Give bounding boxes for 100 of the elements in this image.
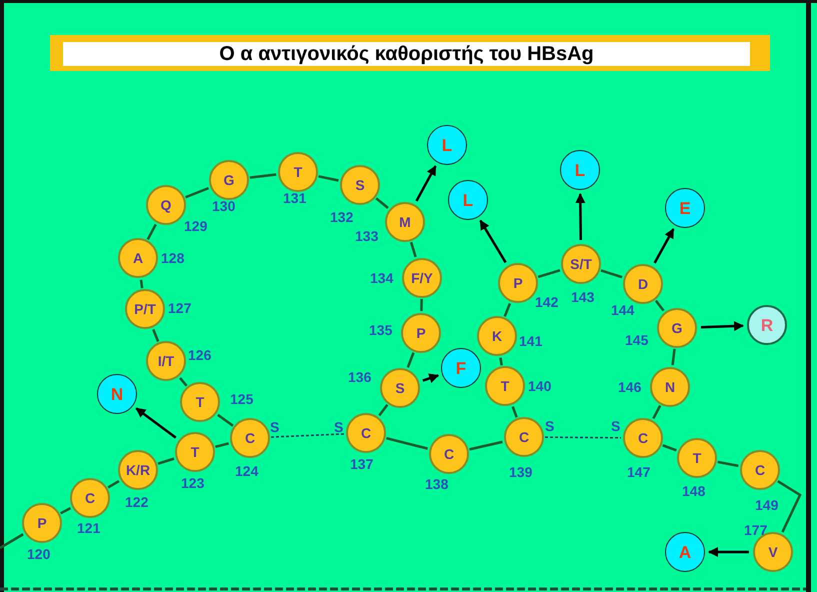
- backbone-line: [217, 414, 234, 427]
- backbone-line: [406, 352, 415, 368]
- backbone-line: [410, 242, 417, 258]
- title: Ο α αντιγονικός καθοριστής του HBsAg: [218, 44, 595, 64]
- residue-letter: V: [768, 545, 778, 559]
- residue-letter: T: [500, 379, 510, 393]
- backbone-line: [654, 300, 665, 312]
- substitution-letter: N: [110, 386, 124, 402]
- backbone-line: [152, 328, 160, 342]
- substitution-letter: L: [442, 136, 452, 154]
- backbone-line: [652, 404, 662, 420]
- residue-letter: P: [37, 516, 47, 530]
- substitution-circle: [427, 125, 467, 165]
- position-number: 122: [125, 495, 148, 509]
- residue-letter: T: [190, 445, 200, 459]
- position-number: 120: [27, 547, 50, 561]
- backbone-line: [250, 173, 276, 179]
- residue-letter: P: [513, 276, 523, 290]
- position-number: 128: [161, 251, 184, 265]
- position-number: 132: [330, 210, 354, 224]
- backbone-line: [662, 444, 677, 452]
- residue-circle: [209, 160, 249, 200]
- backbone-line: [158, 457, 174, 465]
- residue-letter: C: [754, 463, 766, 477]
- position-number: 136: [348, 370, 372, 384]
- backbone-line: [60, 507, 72, 514]
- residue-letter: C: [84, 491, 96, 505]
- position-number: 126: [188, 348, 212, 362]
- residue-circle: [677, 438, 717, 478]
- residue-letter: C: [244, 431, 256, 445]
- residue-circle: [346, 413, 386, 453]
- position-number: 147: [627, 465, 650, 479]
- backbone-line: [378, 404, 388, 416]
- position-number: 135: [369, 323, 392, 337]
- residue-circle: [402, 258, 442, 298]
- substitution-letter: L: [462, 192, 474, 208]
- residue-letter: T: [294, 165, 302, 179]
- substitution-circle: [560, 150, 600, 190]
- backbone-line: [469, 440, 503, 451]
- position-number: 123: [181, 476, 204, 490]
- residue-letter: C: [444, 447, 454, 461]
- substitution-letter: L: [574, 162, 586, 178]
- position-number: 142: [535, 295, 558, 309]
- position-number: 127: [168, 301, 192, 315]
- substitution-circle: [665, 532, 705, 572]
- substitution-letter: A: [678, 544, 692, 560]
- residue-letter: S: [395, 381, 405, 395]
- backbone-line: [185, 186, 210, 198]
- residue-letter: S: [355, 178, 365, 192]
- position-number: 140: [528, 379, 552, 393]
- residue-circle: [180, 382, 220, 422]
- residue-circle: [380, 368, 420, 408]
- residue-circle: [70, 478, 110, 518]
- position-number: 137: [350, 457, 374, 471]
- backbone-line: [146, 224, 157, 240]
- residue-letter: P: [416, 326, 426, 340]
- backbone-line: [777, 480, 802, 533]
- residue-letter: C: [518, 430, 530, 444]
- residue-circle: [146, 341, 186, 381]
- backbone-line: [717, 460, 739, 468]
- residue-circle: [623, 418, 663, 458]
- residue-letter: C: [360, 426, 372, 440]
- backbone-line: [0, 533, 24, 550]
- substitution-circle: [441, 348, 481, 388]
- substitution-arrow: [422, 374, 440, 384]
- backbone-line: [179, 377, 188, 387]
- residue-letter: P/T: [134, 302, 156, 316]
- backbone-line: [375, 197, 389, 209]
- residue-circle: [657, 308, 697, 348]
- residue-letter: Q: [160, 198, 172, 212]
- sulfur-label: S: [545, 419, 554, 433]
- substitution-arrow: [575, 193, 586, 240]
- sulfur-label: S: [334, 420, 344, 434]
- residue-letter: K: [492, 329, 502, 343]
- residue-letter: K/R: [126, 463, 150, 477]
- residue-circle: [485, 366, 525, 406]
- position-number: 125: [230, 392, 254, 406]
- residue-letter: T: [692, 451, 702, 465]
- backbone-line: [499, 358, 503, 366]
- position-number: 121: [77, 521, 100, 535]
- residue-circle: [125, 289, 165, 329]
- position-number: 138: [425, 477, 448, 491]
- substitution-arrow: [700, 321, 744, 332]
- position-number: 131: [283, 191, 306, 205]
- sulfur-label: S: [270, 420, 280, 434]
- disulfide-bond: [545, 436, 621, 439]
- residue-circle: [230, 418, 270, 458]
- residue-letter: F/Y: [411, 271, 433, 285]
- position-number: 149: [755, 498, 778, 512]
- backbone-line: [386, 436, 428, 450]
- residue-letter: C: [638, 431, 648, 445]
- position-number: 145: [625, 333, 648, 347]
- residue-letter: M: [399, 215, 411, 229]
- residue-circle: [740, 450, 780, 490]
- backbone-line: [671, 348, 676, 366]
- position-number: 146: [618, 380, 642, 394]
- position-number: 139: [509, 465, 532, 479]
- backbone-line: [420, 298, 423, 312]
- residue-circle: [278, 152, 318, 192]
- sulfur-label: S: [611, 419, 620, 433]
